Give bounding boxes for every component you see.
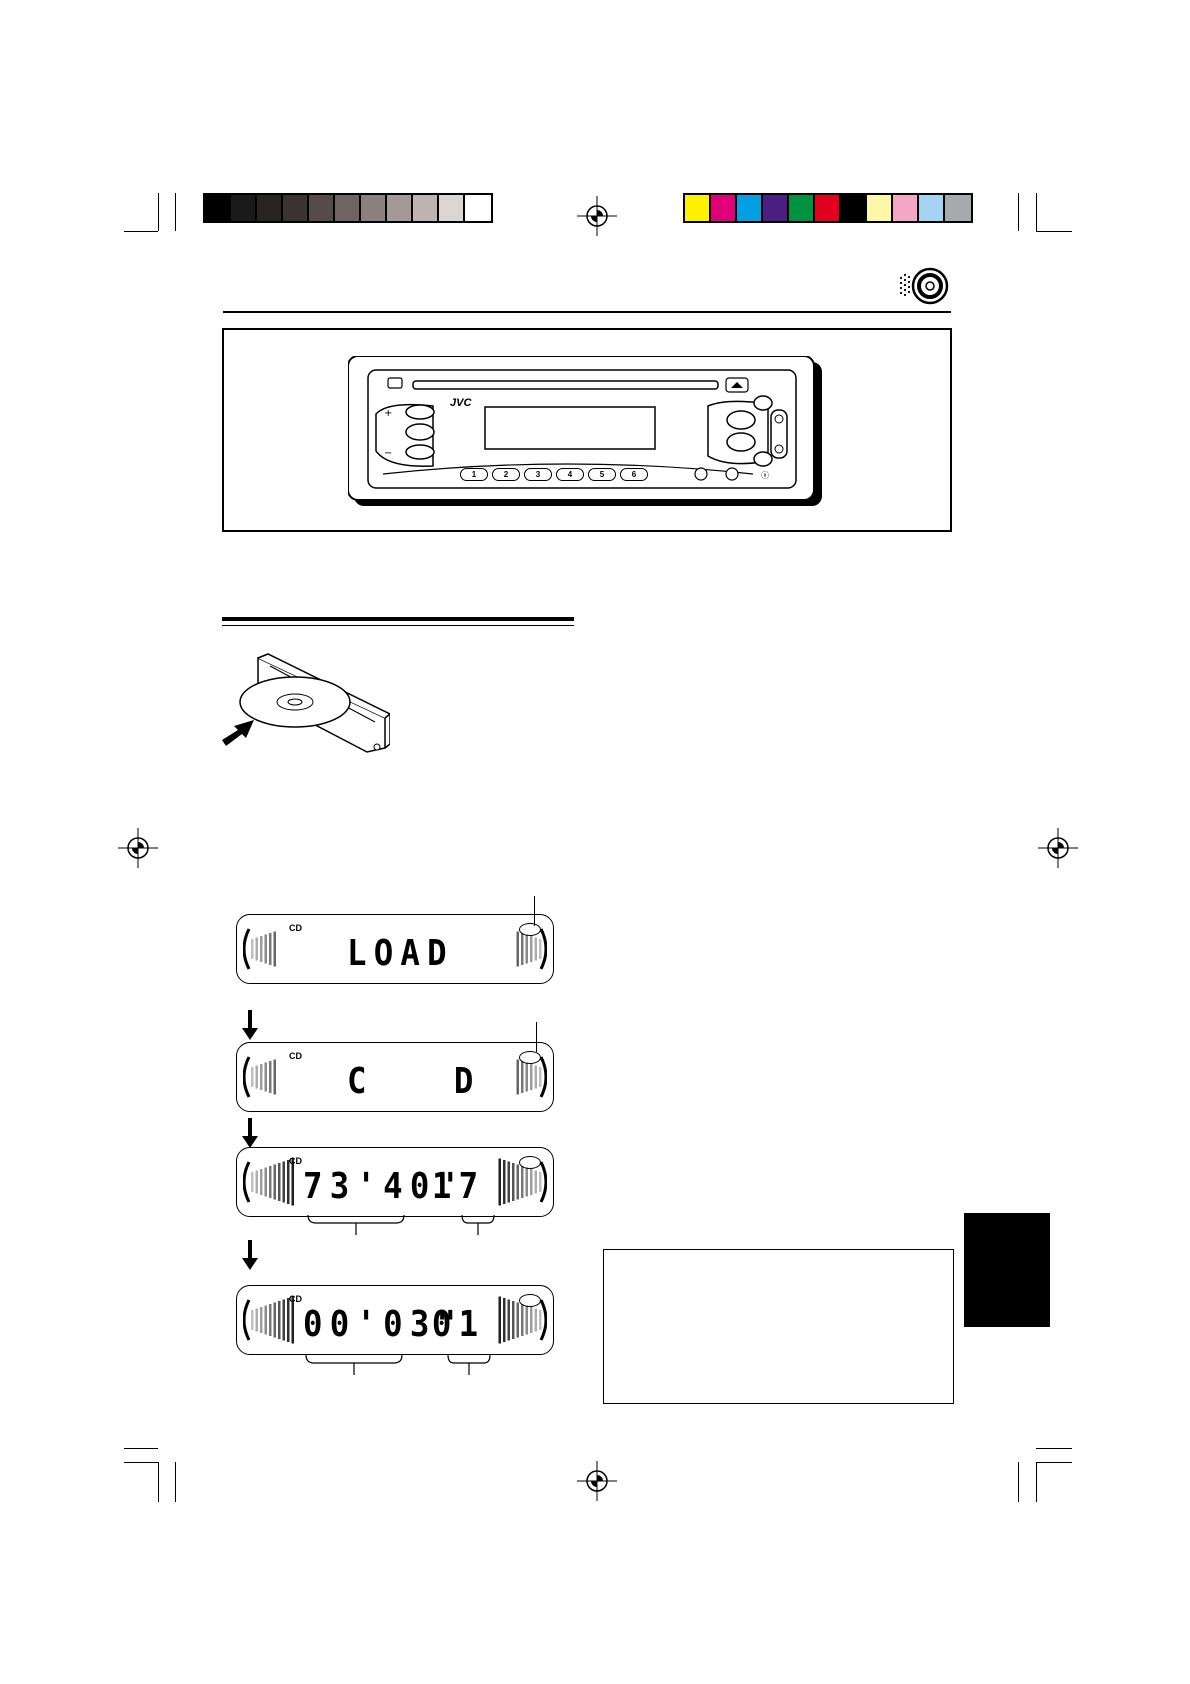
gray-swatch-4 [283,195,309,221]
svg-text:ⓧ: ⓧ [761,471,769,480]
svg-text:+: + [384,408,392,419]
gray-swatch-11 [465,195,491,221]
color-swatch-11 [945,195,971,221]
level-meter-left [243,928,276,970]
gray-swatch-8 [387,195,413,221]
note-box [603,1249,954,1404]
color-calibration-bar [683,193,973,223]
car-stereo-faceplate: + − ⓧ [348,356,822,506]
lcd-main-readout: LOAD [347,933,454,974]
level-meter-right [498,1158,547,1206]
lcd-frame-2: CD C D [236,1042,554,1112]
cd-indicator-callout-1 [534,896,535,926]
preset-button-2: 2 [492,468,520,481]
gray-swatch-9 [413,195,439,221]
lcd-track-number: 17 [431,1166,485,1207]
unit-illustration-box [222,328,952,532]
section-heading-rule-thin [222,625,574,626]
section-heading-rule-thick [222,617,574,621]
level-meter-left [243,1296,294,1344]
color-swatch-10 [919,195,945,221]
language-tab [964,1213,1050,1327]
time-bracket-frame-4 [305,1355,403,1375]
unit-brand-logo: JVC [450,397,472,409]
lcd-main-readout: 73'40" [303,1166,464,1207]
track-bracket-frame-3 [461,1215,495,1235]
lcd-source-label: CD [289,1051,302,1061]
preset-button-6: 6 [620,468,648,481]
gray-swatch-3 [257,195,283,221]
grayscale-calibration-bar [203,193,493,223]
lcd-track-number: 01 [431,1304,485,1345]
registration-mark-top [577,196,617,236]
registration-mark-bottom [577,1461,617,1501]
gray-swatch-10 [439,195,465,221]
lcd-source-label: CD [289,923,302,933]
lcd-source-label: CD [289,1294,302,1304]
preset-button-4: 4 [556,468,584,481]
preset-button-5: 5 [588,468,616,481]
disc-insertion-illustration [222,653,390,753]
color-swatch-3 [737,195,763,221]
svg-text:−: − [384,448,392,459]
color-swatch-8 [867,195,893,221]
gray-swatch-1 [205,195,231,221]
lcd-main-readout: 00'03" [303,1304,464,1345]
color-swatch-1 [685,195,711,221]
gray-swatch-7 [361,195,387,221]
level-meter-right [498,1296,547,1344]
flow-arrow-1 [242,1010,258,1040]
level-meter-left [243,1056,276,1098]
color-swatch-7 [841,195,867,221]
header-rule [223,311,951,313]
registration-mark-right [1038,828,1078,868]
level-meter-right [516,928,547,970]
flow-arrow-3 [242,1240,258,1270]
preset-button-3: 3 [524,468,552,481]
gray-swatch-5 [309,195,335,221]
track-bracket-frame-4 [447,1355,491,1375]
lcd-main-readout: C D [347,1061,481,1102]
level-meter-left [243,1158,294,1206]
cd-indicator-callout-2 [536,1022,537,1052]
color-swatch-9 [893,195,919,221]
color-swatch-5 [789,195,815,221]
color-swatch-2 [711,195,737,221]
gray-swatch-6 [335,195,361,221]
color-swatch-6 [815,195,841,221]
preset-button-1: 1 [460,468,488,481]
registration-mark-left [118,828,158,868]
level-meter-right [516,1056,547,1098]
gray-swatch-2 [231,195,257,221]
cd-section-icon [899,267,949,305]
flow-arrow-2 [242,1118,258,1148]
color-swatch-4 [763,195,789,221]
time-bracket-frame-3 [307,1215,405,1235]
lcd-frame-1: CD LOAD [236,914,554,984]
lcd-source-label: CD [289,1156,302,1166]
